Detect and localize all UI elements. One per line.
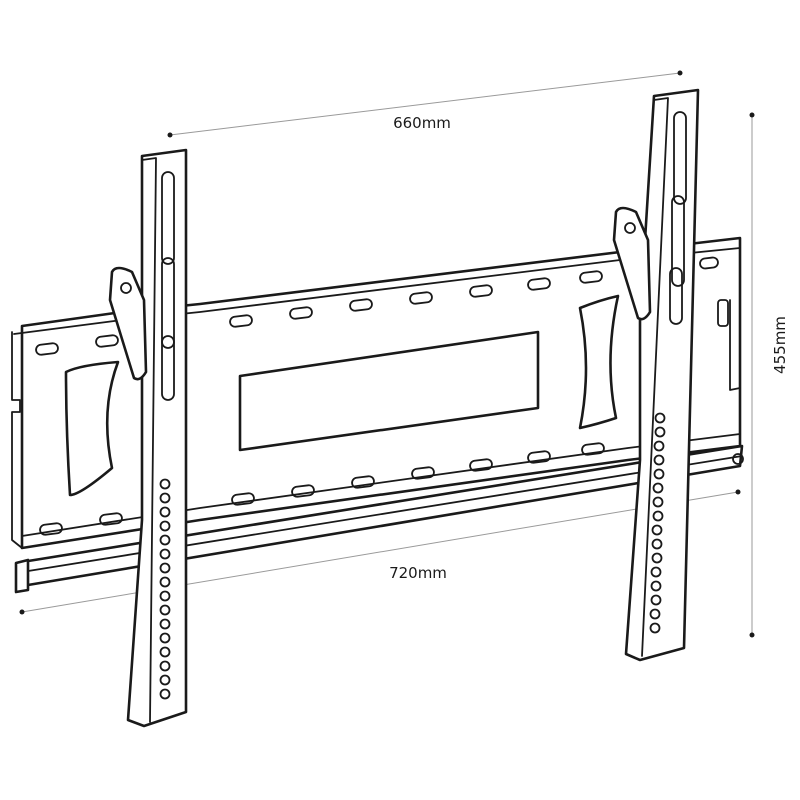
hole [159, 646, 171, 658]
hole [653, 440, 665, 452]
right-arm-body [624, 88, 700, 662]
hole [159, 562, 171, 574]
wall-plate-right-cutout [578, 294, 620, 430]
wall-plate-left-cutout [64, 360, 120, 497]
hole [159, 590, 171, 602]
left-arm-holes [159, 478, 171, 700]
slot [411, 466, 435, 480]
slot [231, 492, 255, 506]
right-tilt-screw [624, 222, 636, 234]
slot-right-side [717, 299, 729, 327]
hole [650, 566, 662, 578]
right-arm-holes [649, 412, 666, 634]
dimension-label-bottom: 720mm [389, 564, 447, 582]
wall-plate-left-edge [11, 331, 23, 549]
hole [650, 594, 662, 606]
hole [652, 482, 664, 494]
right-bracket-arm [612, 88, 700, 662]
hole [159, 520, 171, 532]
dimension-top: 660mm [167, 70, 683, 138]
dimension-end-height-bottom [749, 632, 755, 638]
slot-left-bottom-2 [99, 512, 123, 526]
slot [469, 284, 493, 298]
dimension-end-bottom-right [735, 489, 741, 495]
wall-plate-rail-lip [14, 558, 30, 594]
hole [159, 478, 171, 490]
wall-plate-rail-knob [732, 453, 744, 465]
hole [159, 604, 171, 616]
slot [289, 306, 313, 320]
left-tilt-plate [108, 266, 148, 381]
slot-left-top-2 [95, 334, 119, 348]
slot [527, 450, 551, 464]
dimension-label-top: 660mm [393, 114, 451, 132]
left-bracket-arm [108, 148, 188, 728]
right-arm-slot-lower [669, 267, 683, 325]
hole [654, 426, 666, 438]
right-arm-slot-middle [671, 195, 685, 287]
hole [159, 632, 171, 644]
hole [651, 538, 663, 550]
slot-right-top [699, 256, 719, 270]
wall-plate-slots-bottom [231, 442, 605, 506]
hole [654, 412, 666, 424]
dimension-end-top-right [677, 70, 683, 76]
hole [159, 618, 171, 630]
hole [650, 580, 662, 592]
hole [159, 576, 171, 588]
hole [649, 622, 661, 634]
hole [159, 534, 171, 546]
hole [651, 524, 663, 536]
slot [291, 484, 315, 498]
dimension-end-bottom-left [19, 609, 25, 615]
right-arm-slot-upper [673, 111, 687, 205]
wall-plate-right-notch [729, 299, 741, 391]
dimension-label-height: 455mm [771, 316, 789, 374]
dimension-end-top-left [167, 132, 173, 138]
hole [159, 506, 171, 518]
hole [652, 496, 664, 508]
slot [349, 298, 373, 312]
slot [351, 475, 375, 489]
slot-left-bottom-1 [39, 522, 63, 536]
hole [159, 548, 171, 560]
slot [581, 442, 605, 456]
hole [649, 608, 661, 620]
hole [159, 660, 171, 672]
left-arm-slot-lower [161, 335, 175, 401]
hole [159, 492, 171, 504]
slot-left-top-1 [35, 342, 59, 356]
wall-plate-slots-top [229, 270, 603, 328]
left-arm-fold [141, 157, 157, 723]
dimension-line-top [169, 72, 681, 136]
right-arm-fold [641, 97, 669, 657]
slot [409, 291, 433, 305]
hole [159, 688, 171, 700]
wall-plate-center-window [238, 330, 540, 452]
hole [651, 552, 663, 564]
dimension-height: 455mm [749, 112, 789, 638]
hole [653, 454, 665, 466]
slot [469, 458, 493, 472]
right-tilt-plate [612, 206, 652, 321]
dimension-end-height-top [749, 112, 755, 118]
hole [653, 468, 665, 480]
left-arm-slot-upper [161, 171, 175, 265]
slot [527, 277, 551, 291]
slot [229, 314, 253, 328]
hole [652, 510, 664, 522]
left-tilt-screw [120, 282, 132, 294]
hole [159, 674, 171, 686]
wall-plate [11, 236, 744, 594]
slot [579, 270, 603, 284]
left-arm-slot-middle [161, 257, 175, 349]
